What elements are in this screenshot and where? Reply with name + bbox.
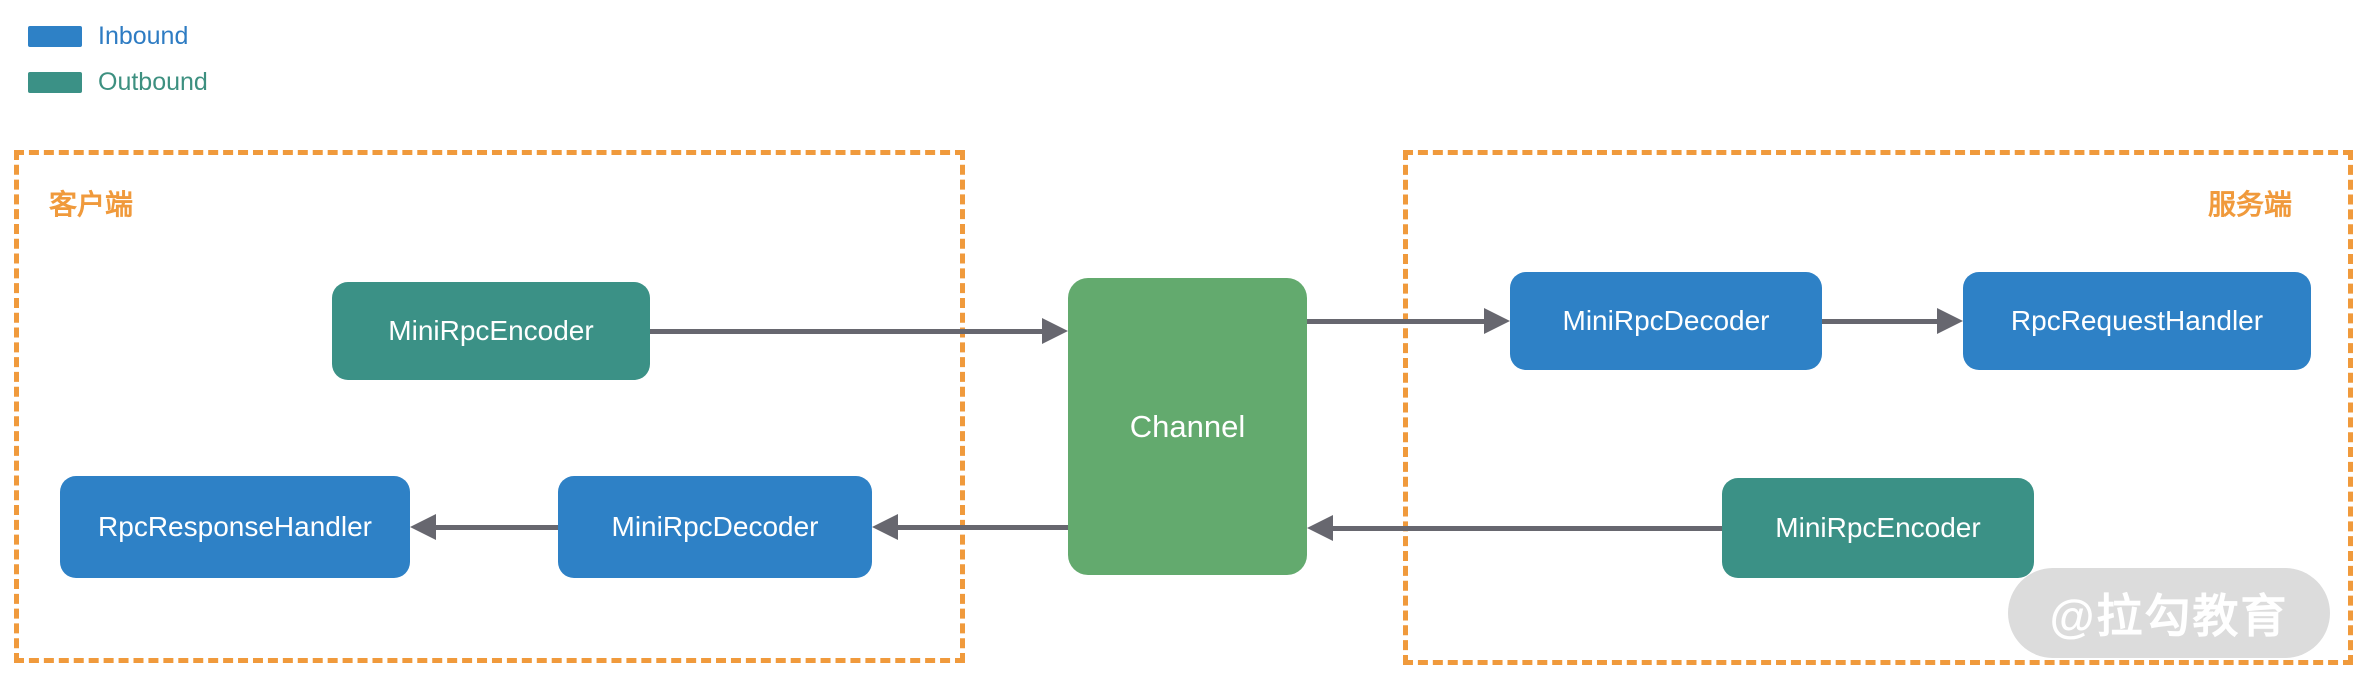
- node-server-mini-rpc-decoder: MiniRpcDecoder: [1510, 272, 1822, 370]
- node-rpc-request-handler: RpcRequestHandler: [1963, 272, 2311, 370]
- node-rpc-response-handler: RpcResponseHandler: [60, 476, 410, 578]
- arrow-channel-to-server-decoder-line: [1307, 319, 1484, 324]
- arrow-left-icon: [1307, 515, 1333, 541]
- arrow-left-icon: [872, 514, 898, 540]
- arrow-client-encoder-to-channel-line: [650, 329, 1042, 334]
- client-group-box: 客户端: [14, 150, 965, 663]
- server-group-box: 服务端: [1403, 150, 2353, 665]
- arrow-server-decoder-to-request-handler-line: [1822, 319, 1937, 324]
- legend-outbound-label: Outbound: [98, 68, 208, 96]
- node-server-mini-rpc-encoder: MiniRpcEncoder: [1722, 478, 2034, 578]
- legend-inbound-swatch: [28, 26, 82, 47]
- node-client-mini-rpc-decoder: MiniRpcDecoder: [558, 476, 872, 578]
- client-group-label: 客户端: [49, 189, 134, 220]
- arrow-left-icon: [410, 514, 436, 540]
- arrow-right-icon: [1042, 318, 1068, 344]
- watermark-badge: @拉勾教育: [2008, 568, 2330, 658]
- node-client-mini-rpc-encoder: MiniRpcEncoder: [332, 282, 650, 380]
- server-group-label: 服务端: [2207, 189, 2292, 220]
- arrow-channel-to-client-decoder-line: [898, 525, 1068, 530]
- legend-outbound-swatch: [28, 72, 82, 93]
- arrow-right-icon: [1937, 308, 1963, 334]
- arrow-client-decoder-to-response-handler-line: [436, 525, 558, 530]
- node-channel: Channel: [1068, 278, 1307, 575]
- legend-inbound-label: Inbound: [98, 22, 189, 50]
- arrow-right-icon: [1484, 308, 1510, 334]
- arrow-server-encoder-to-channel-line: [1333, 526, 1722, 531]
